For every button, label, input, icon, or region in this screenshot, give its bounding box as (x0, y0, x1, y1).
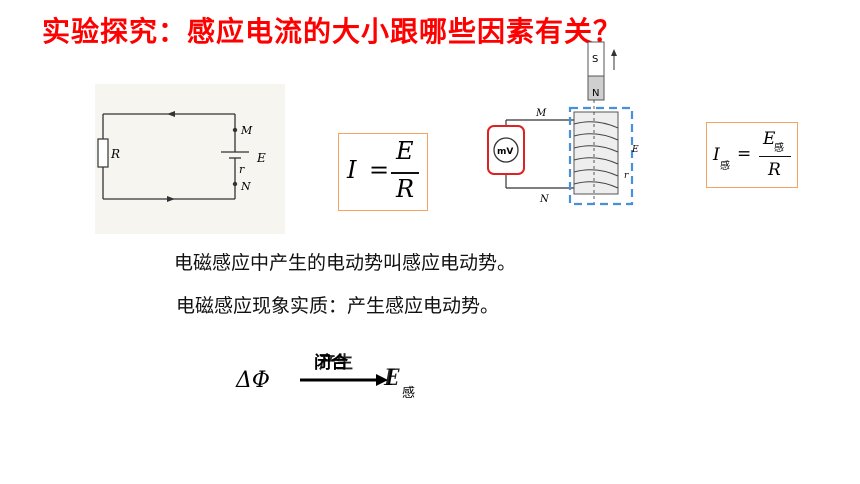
label-M2: M (535, 108, 547, 119)
label-N2: N (539, 194, 550, 205)
label-E2: E (631, 145, 639, 155)
arrow-label-closed: 闭合 (314, 353, 348, 373)
label-N: N (240, 180, 251, 193)
formula2-num-sub: 感 (774, 143, 784, 154)
relation-right-E: E (384, 366, 401, 391)
formula1-eq: = (369, 156, 390, 184)
magnet-label-S: S (592, 54, 598, 65)
formula1-den: R (396, 175, 415, 203)
motion-arrow-up (611, 49, 617, 56)
label-r2: r (624, 171, 629, 181)
magnet-label-N: N (592, 88, 599, 99)
label-M: M (240, 124, 253, 137)
source-dashed-box (568, 106, 634, 206)
resistor-symbol (97, 138, 109, 168)
coil-body (573, 111, 619, 195)
relation-right-I: I (386, 366, 395, 391)
formula2-den: R (768, 160, 781, 180)
statement-2: 电磁感应现象实质：产生感应电动势。 (176, 295, 500, 317)
current-arrow-top (167, 111, 175, 117)
circuit-2-svg: S N mV M N E r (487, 41, 639, 206)
formula-induced-box: I 感 = E 感 R (706, 122, 798, 188)
formula2-lhs: I (713, 145, 720, 165)
magnet-n-pole (587, 75, 605, 101)
relation-arrow (300, 374, 388, 386)
relation-right-sub: 感 (402, 386, 416, 401)
millivoltmeter (493, 137, 519, 163)
slide-title: 实验探究：感应电流的大小跟哪些因素有关？ (42, 15, 623, 48)
formula2-eq: = (737, 144, 752, 164)
formula-ohm-box: I = E R (338, 133, 428, 211)
arrow-label-produce: 产生 (319, 353, 353, 373)
circuit-1-svg: R M E r N (97, 111, 266, 202)
circuit-diagram-1: R M E r N (95, 84, 285, 234)
label-r: r (239, 163, 245, 176)
formula1-num: E (396, 137, 414, 165)
label-R: R (110, 147, 120, 161)
formula2-num: E (763, 129, 776, 149)
relation-left: ΔΦ (236, 368, 270, 393)
meter-label: mV (497, 147, 513, 157)
statement-1: 电磁感应中产生的电动势叫感应电动势。 (174, 252, 517, 274)
relation-diagram: ΔΦ 闭合 产生 I E 感 (236, 346, 436, 406)
label-E: E (256, 151, 266, 165)
formula1-fraction-bar (391, 172, 419, 174)
formula2-fraction-bar (759, 156, 791, 158)
current-arrow-bottom (167, 196, 175, 202)
formula1-lhs: I (347, 156, 357, 184)
formula2-lhs-sub: 感 (720, 161, 730, 172)
circuit-diagram-2: S N mV M N E r (482, 40, 652, 212)
